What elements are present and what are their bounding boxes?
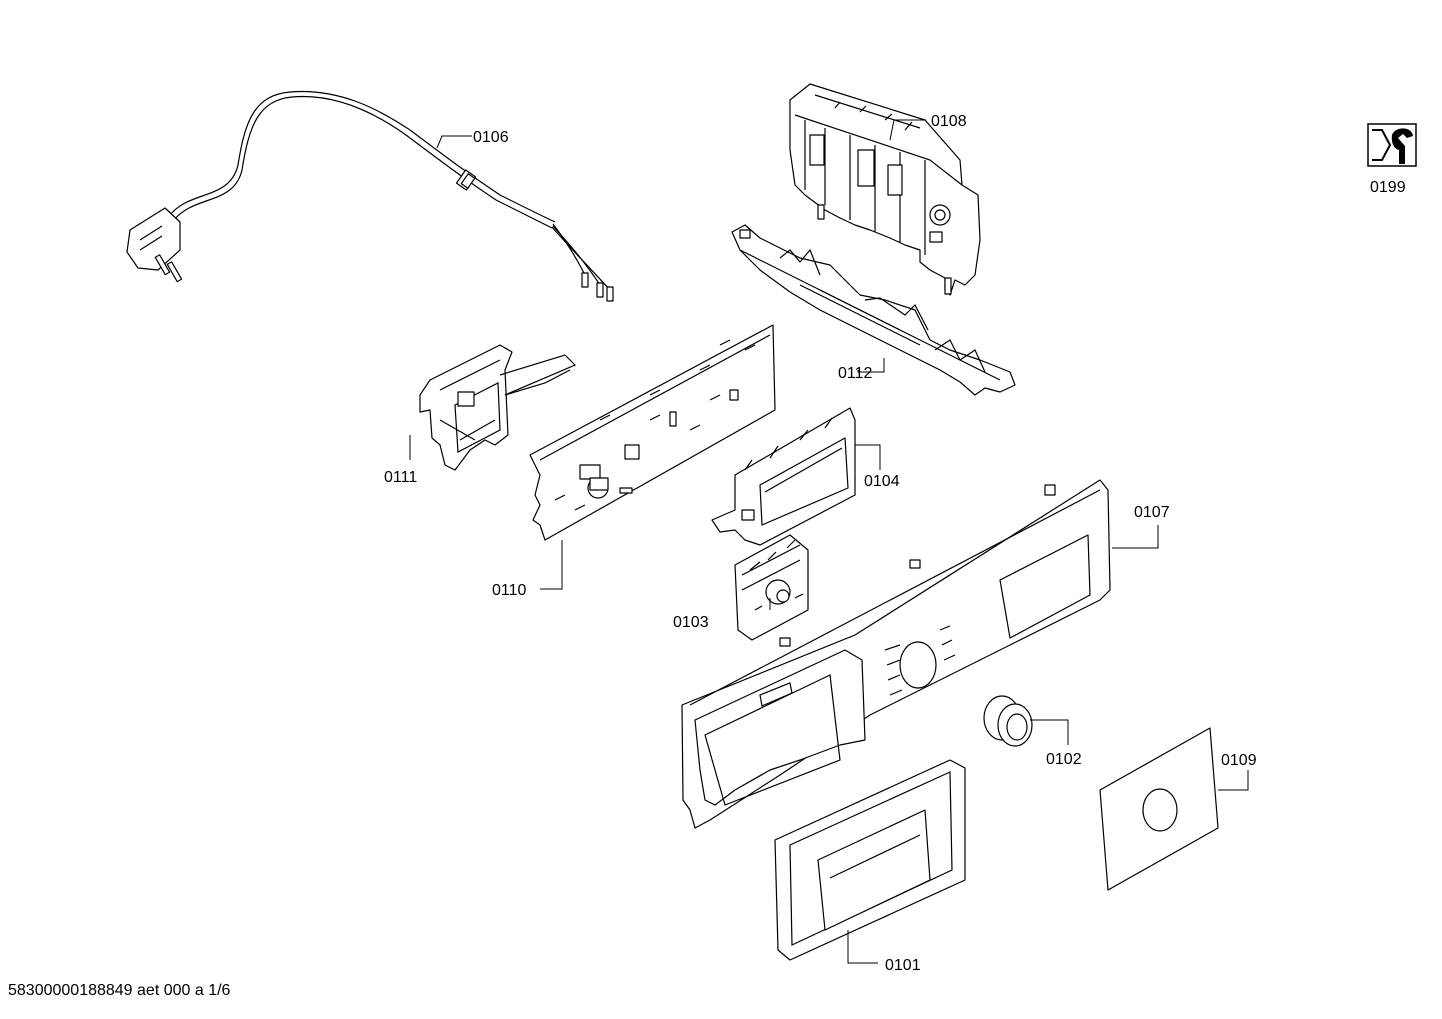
control-module-part[interactable] <box>789 83 981 296</box>
main-board-part[interactable] <box>529 324 776 541</box>
part-labels: 0106 0108 0199 0112 0111 0110 0104 0107 … <box>384 113 1406 974</box>
label-0112: 0112 <box>838 365 873 382</box>
label-0199: 0199 <box>1370 179 1406 196</box>
label-0103: 0103 <box>673 614 709 631</box>
encoder-part[interactable] <box>734 534 809 641</box>
label-0101: 0101 <box>885 957 921 974</box>
power-cord-part[interactable] <box>126 90 614 302</box>
label-0111: 0111 <box>384 469 417 486</box>
document-reference: 58300000188849 aet 000 a 1/6 <box>8 982 231 999</box>
label-0108: 0108 <box>931 113 967 130</box>
label-0109: 0109 <box>1221 752 1257 769</box>
label-0110: 0110 <box>492 582 527 599</box>
label-0102: 0102 <box>1046 751 1082 768</box>
knob-part[interactable] <box>983 695 1033 747</box>
long-bracket-part[interactable] <box>731 224 1016 396</box>
drawer-handle-part[interactable] <box>774 759 966 961</box>
label-0104: 0104 <box>864 473 900 490</box>
sticker-part[interactable] <box>1099 727 1219 891</box>
label-0107: 0107 <box>1134 504 1170 521</box>
leader-lines <box>409 119 1249 964</box>
fascia-panel-part[interactable] <box>681 479 1111 829</box>
display-holder-part[interactable] <box>711 407 856 546</box>
wrench-hex-icon <box>1367 123 1417 167</box>
label-0106: 0106 <box>473 129 509 146</box>
holder-part[interactable] <box>419 344 577 471</box>
